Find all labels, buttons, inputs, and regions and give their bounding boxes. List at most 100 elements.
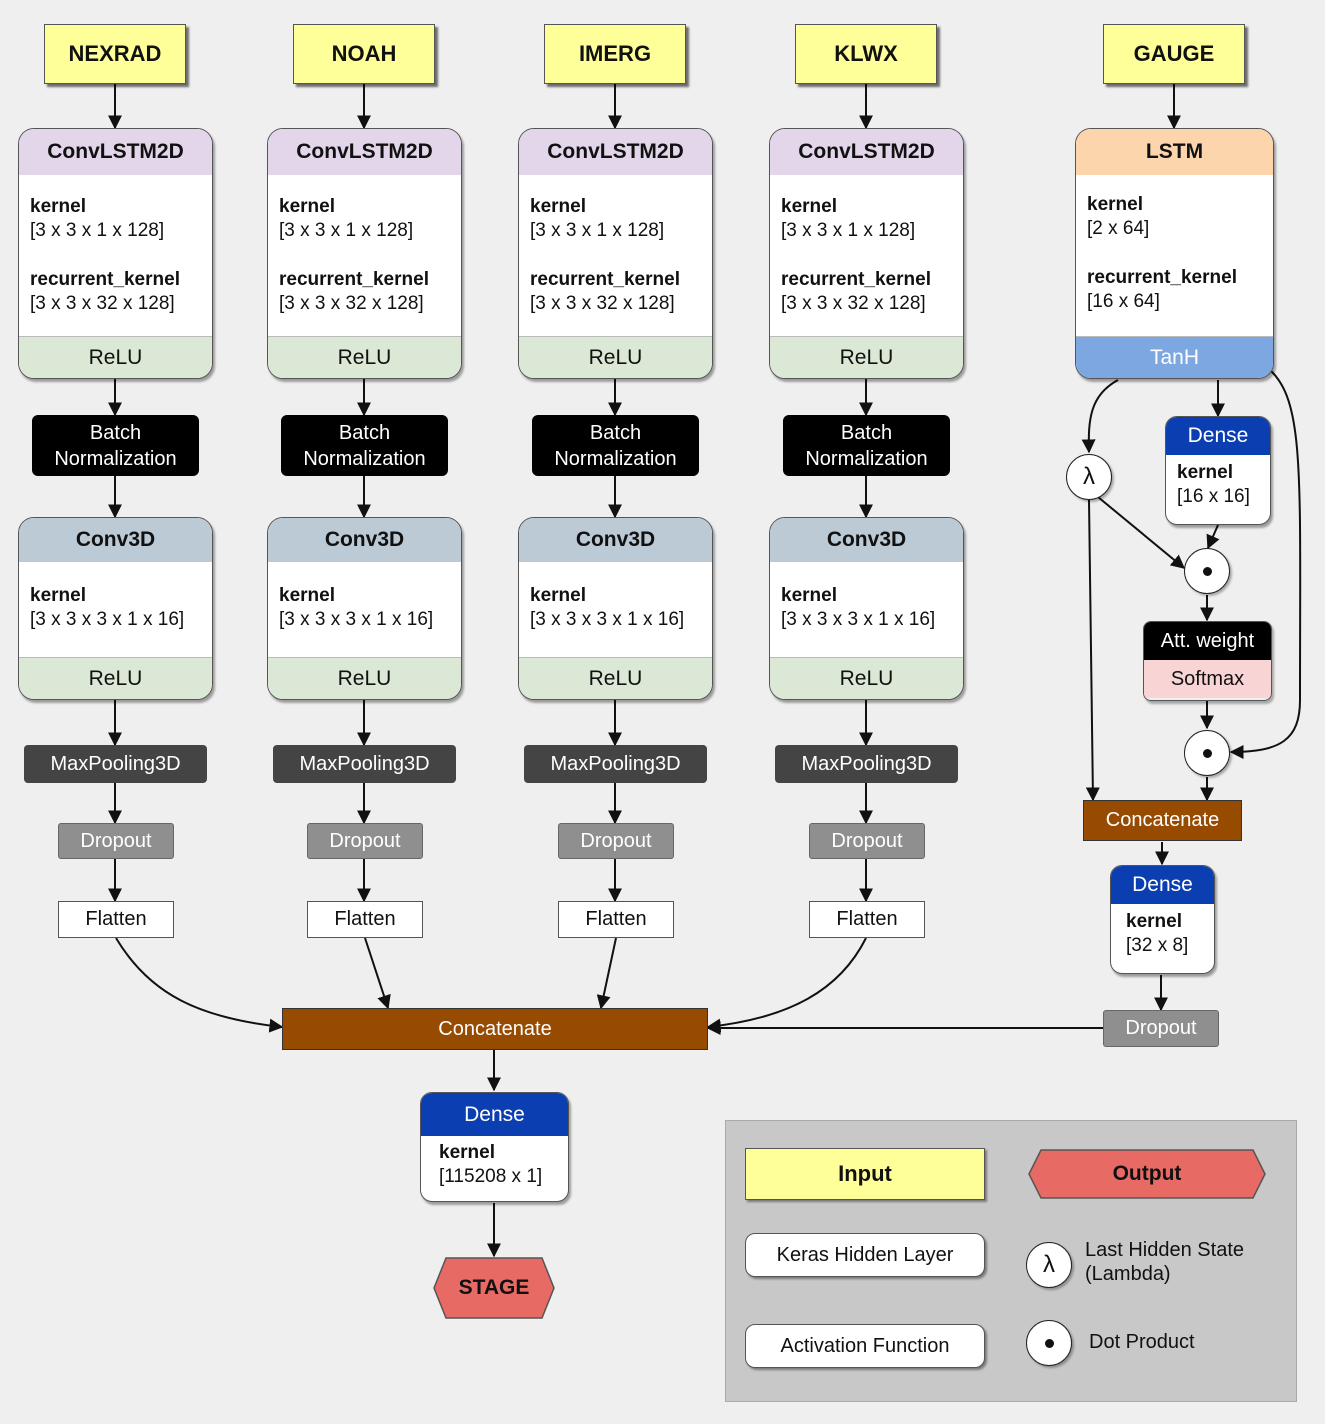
- layer-title: Conv3D: [268, 518, 461, 562]
- layer-title: ConvLSTM2D: [770, 129, 963, 175]
- lambda-node: λ: [1066, 454, 1112, 500]
- layer-params: kernel [3 x 3 x 1 x 128] recurrent_kernel […: [770, 175, 963, 316]
- spacer: [30, 243, 201, 268]
- legend-output-label: Output: [1112, 1162, 1182, 1185]
- recurrent-kernel-value: [3 x 3 x 32 x 128]: [279, 293, 424, 314]
- maxpooling3d: MaxPooling3D: [524, 745, 707, 783]
- legend-dot-label: Dot Product: [1089, 1331, 1195, 1353]
- kernel-label: kernel: [30, 585, 86, 606]
- maxpooling3d: MaxPooling3D: [775, 745, 958, 783]
- input-label: NOAH: [331, 41, 397, 66]
- activation-relu: ReLU: [770, 657, 963, 699]
- layer-params: kernel[3 x 3 x 3 x 1 x 16]: [19, 562, 212, 632]
- recurrent-kernel-label: recurrent_kernel: [30, 269, 180, 290]
- activation-relu: ReLU: [19, 657, 212, 699]
- dropout: Dropout: [307, 823, 423, 859]
- layer-title: ConvLSTM2D: [519, 129, 712, 175]
- batch-normalization: Batch Normalization: [532, 415, 699, 476]
- lambda-icon: λ: [1043, 1251, 1055, 1278]
- kernel-label: kernel: [1126, 911, 1182, 932]
- legend-hidden-layer-label: Keras Hidden Layer: [776, 1243, 954, 1266]
- gauge-concatenate: Concatenate: [1083, 800, 1242, 841]
- kernel-label: kernel: [781, 196, 837, 217]
- recurrent-kernel-value: [3 x 3 x 32 x 128]: [781, 293, 926, 314]
- spacer: [530, 243, 701, 268]
- kernel-value: [3 x 3 x 3 x 1 x 16]: [781, 609, 936, 630]
- kernel-label: kernel: [30, 196, 86, 217]
- legend-lambda-node: λ: [1026, 1242, 1072, 1288]
- recurrent-kernel-label: recurrent_kernel: [781, 269, 931, 290]
- dropout-label: Dropout: [1125, 1017, 1197, 1039]
- kernel-label: kernel: [530, 196, 586, 217]
- att-weight-label: Att. weight: [1144, 622, 1271, 660]
- recurrent-kernel-label: recurrent_kernel: [530, 269, 680, 290]
- recurrent-kernel-value: [16 x 64]: [1087, 291, 1160, 312]
- layer-title: ConvLSTM2D: [19, 129, 212, 175]
- input-noah: NOAH: [293, 24, 435, 84]
- dot-product-icon: [1202, 566, 1212, 576]
- legend-input: Input: [745, 1148, 985, 1200]
- input-gauge: GAUGE: [1103, 24, 1245, 84]
- output-stage: STAGE: [432, 1256, 556, 1320]
- maxpooling3d: MaxPooling3D: [273, 745, 456, 783]
- spacer: [781, 243, 952, 268]
- layer-params: kernel[3 x 3 x 1 x 128]recurrent_kernel[…: [19, 175, 212, 316]
- legend-output: Output: [1027, 1148, 1267, 1200]
- activation-relu: ReLU: [19, 336, 212, 378]
- activation-relu: ReLU: [268, 657, 461, 699]
- flatten: Flatten: [58, 901, 174, 938]
- kernel-label: kernel: [1177, 462, 1233, 483]
- maxpooling3d: MaxPooling3D: [24, 745, 207, 783]
- recurrent-kernel-value: [3 x 3 x 32 x 128]: [530, 293, 675, 314]
- dropout: Dropout: [58, 823, 174, 859]
- output-dense-layer: Dense kernel [115208 x 1]: [420, 1092, 569, 1202]
- legend-input-label: Input: [838, 1161, 892, 1186]
- kernel-label: kernel: [279, 196, 335, 217]
- kernel-value: [32 x 8]: [1126, 935, 1189, 956]
- gauge-dense-layer: Dense kernel [32 x 8]: [1110, 865, 1215, 974]
- activation-relu: ReLU: [519, 657, 712, 699]
- recurrent-kernel-value: [3 x 3 x 32 x 128]: [30, 293, 175, 314]
- convlstm2d-layer: ConvLSTM2D kernel [3 x 3 x 1 x 128] recurre…: [769, 128, 964, 379]
- convlstm2d-layer: ConvLSTM2D kernel [3 x 3 x 1 x 128] recurre…: [518, 128, 713, 379]
- recurrent-kernel-label: recurrent_kernel: [1087, 267, 1237, 288]
- dense-attention-layer: Dense kernel [16 x 16]: [1165, 416, 1271, 525]
- input-imerg: IMERG: [544, 24, 686, 84]
- flatten: Flatten: [558, 901, 674, 938]
- input-label: NEXRAD: [68, 41, 162, 66]
- input-nexrad: NEXRAD: [44, 24, 186, 84]
- concatenate-label: Concatenate: [438, 1017, 552, 1040]
- activation-relu: ReLU: [268, 336, 461, 378]
- batch-normalization: Batch Normalization: [32, 415, 199, 476]
- layer-title: Dense: [1166, 417, 1270, 455]
- recurrent-kernel-label: recurrent_kernel: [279, 269, 429, 290]
- kernel-value: [3 x 3 x 1 x 128]: [781, 220, 916, 241]
- concatenate-label: Concatenate: [1105, 809, 1220, 831]
- dot-product-node-1: [1184, 548, 1230, 594]
- dropout: Dropout: [558, 823, 674, 859]
- dot-product-icon: [1044, 1338, 1054, 1348]
- activation-tanh: TanH: [1076, 336, 1273, 378]
- activation-relu: ReLU: [519, 336, 712, 378]
- softmax-label: Softmax: [1144, 660, 1271, 698]
- legend-lambda-label: Last Hidden State (Lambda): [1085, 1239, 1244, 1285]
- legend-hidden-layer: Keras Hidden Layer: [745, 1233, 985, 1277]
- layer-params: kernel [3 x 3 x 1 x 128] recurrent_kernel […: [519, 175, 712, 316]
- lambda-icon: λ: [1083, 463, 1095, 490]
- dropout: Dropout: [809, 823, 925, 859]
- flatten: Flatten: [307, 901, 423, 938]
- flatten: Flatten: [809, 901, 925, 938]
- input-label: KLWX: [834, 41, 898, 66]
- kernel-value: [2 x 64]: [1087, 218, 1150, 239]
- dot-product-icon: [1202, 748, 1212, 758]
- kernel-value: [3 x 3 x 3 x 1 x 16]: [530, 609, 685, 630]
- kernel-value: [3 x 3 x 1 x 128]: [530, 220, 665, 241]
